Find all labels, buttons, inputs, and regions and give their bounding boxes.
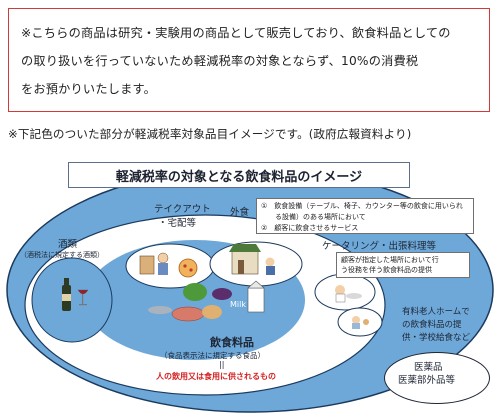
alcohol-bubble bbox=[31, 257, 113, 343]
restaurant-icon bbox=[231, 249, 259, 275]
eatout-note-box: ① 飲食設備（テーブル、椅子、カウンター等の飲食に用いられ る設備）のある場所に… bbox=[256, 198, 474, 234]
medicine-label-2: 医薬部外品等 bbox=[398, 375, 456, 386]
bread-icon bbox=[202, 305, 222, 319]
takeout-bag-icon bbox=[139, 255, 155, 275]
nursing-label-1: 有料老人ホームで bbox=[402, 307, 470, 317]
milk-label: Milk bbox=[230, 300, 246, 309]
food-definition: 人の飲用又は食用に供されるもの bbox=[156, 372, 276, 381]
food-label: 飲食料品 bbox=[210, 336, 254, 349]
alcohol-sublabel: （酒税法に規定する酒類） bbox=[20, 251, 104, 259]
eatout-note-1: ① 飲食設備（テーブル、椅子、カウンター等の飲食に用いられ bbox=[261, 202, 463, 210]
alcohol-label: 酒類 bbox=[58, 239, 78, 250]
medicine-oval bbox=[384, 352, 490, 404]
notice-box: ※こちらの商品は研究・実験用の商品として販売しており、飲食料品としての の取り扱… bbox=[8, 8, 490, 112]
diagram-title: 軽減税率の対象となる飲食料品のイメージ bbox=[68, 162, 410, 188]
notice-line-3: をお預かりいたします。 bbox=[21, 82, 157, 96]
eatout-note-2: る設備）のある場所において bbox=[261, 213, 366, 221]
catering-bubble bbox=[314, 273, 376, 311]
catering-label: ケータリング・出張料理等 bbox=[322, 241, 437, 252]
catering-note-box: 顧客が指定した場所において行 う役務を伴う飲食料品の提供 bbox=[336, 252, 470, 278]
catering-chef-icon bbox=[335, 285, 345, 295]
takeout-label: テイクアウト bbox=[154, 204, 211, 215]
delivery-label: ・宅配等 bbox=[158, 218, 197, 229]
milk-carton-icon bbox=[247, 287, 265, 313]
eggplant-icon bbox=[212, 288, 232, 300]
food-sublabel: （食品表示法に規定する食品） bbox=[160, 351, 265, 360]
takeout-person-icon bbox=[157, 252, 169, 264]
nursing-label-2: の飲食料品の提 bbox=[402, 320, 462, 330]
catering-tray-icon bbox=[346, 293, 362, 299]
meat-icon bbox=[171, 306, 205, 322]
nursing-label-3: 供・学校給食など bbox=[402, 333, 471, 343]
notice-line-2: の取り扱いを行っていないため軽減税率の対象とならず、10%の消費税 bbox=[21, 54, 419, 68]
diagram-caption: ※下記色のついた部分が軽減税率対象品目イメージです。(政府広報資料より) bbox=[8, 127, 412, 141]
catering-note-2: う役務を伴う飲食料品の提供 bbox=[341, 266, 432, 274]
nursing-bubble bbox=[337, 307, 383, 337]
notice-line-1: ※こちらの商品は研究・実験用の商品として販売しており、飲食料品としての bbox=[21, 26, 451, 40]
eatout-note-3: ② 顧客に飲食させるサービス bbox=[261, 224, 359, 232]
fish-icon bbox=[148, 306, 172, 314]
takeout-pizza-icon bbox=[178, 258, 198, 278]
medicine-label-1: 医薬品 bbox=[414, 362, 443, 373]
eatout-label: 外食 bbox=[230, 207, 250, 218]
nursing-person-icon bbox=[352, 316, 360, 324]
equals-sign: || bbox=[219, 360, 225, 369]
wine-glass-icon bbox=[77, 289, 89, 295]
vegetables-icon bbox=[183, 283, 207, 301]
catering-note-1: 顧客が指定した場所において行 bbox=[341, 256, 439, 264]
takeout-bubble bbox=[125, 243, 215, 289]
diner-icon bbox=[265, 257, 275, 267]
